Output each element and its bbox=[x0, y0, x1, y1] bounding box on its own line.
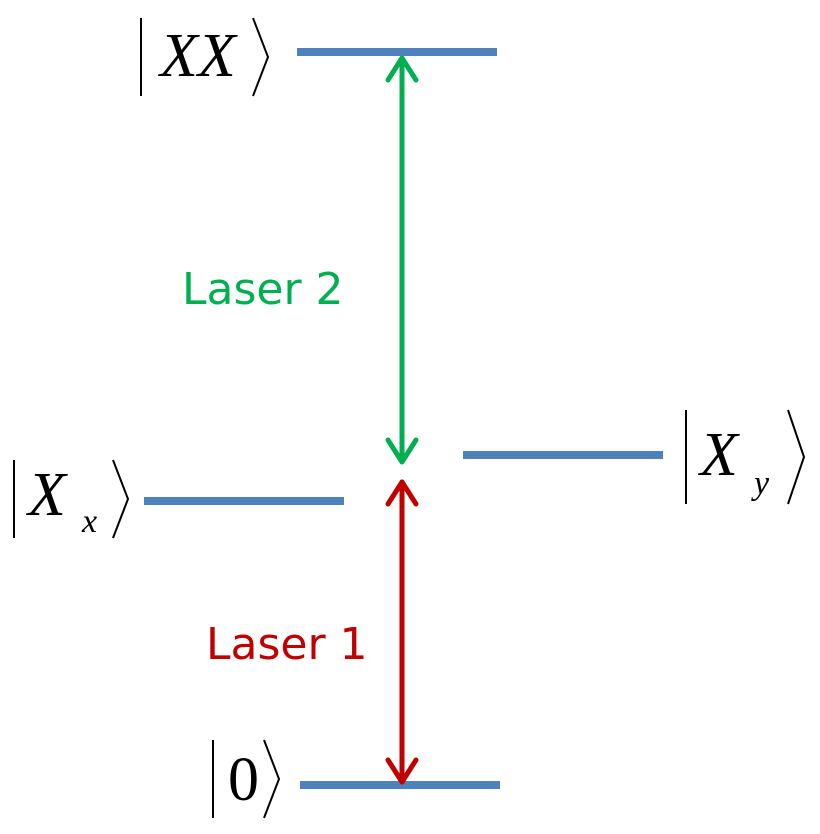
ket-exciton-y-label: X bbox=[697, 421, 740, 489]
laser1-arrow bbox=[385, 479, 419, 785]
ket-exciton-y: X y bbox=[685, 409, 806, 505]
ket-ground-label: 0 bbox=[228, 746, 259, 814]
ket-exciton-x-label: X bbox=[25, 461, 68, 529]
ket-ground: 0 bbox=[212, 739, 281, 819]
ket-biexciton-label: XX bbox=[157, 22, 238, 90]
ket-exciton-x: X x bbox=[13, 459, 130, 540]
ket-biexciton: XX bbox=[140, 17, 270, 97]
laser2-arrow bbox=[385, 55, 419, 465]
ket-exciton-y-subscript: y bbox=[751, 465, 770, 502]
laser2-label: Laser 2 bbox=[182, 264, 344, 315]
laser1-label: Laser 1 bbox=[206, 619, 368, 670]
ket-exciton-x-subscript: x bbox=[81, 503, 97, 540]
